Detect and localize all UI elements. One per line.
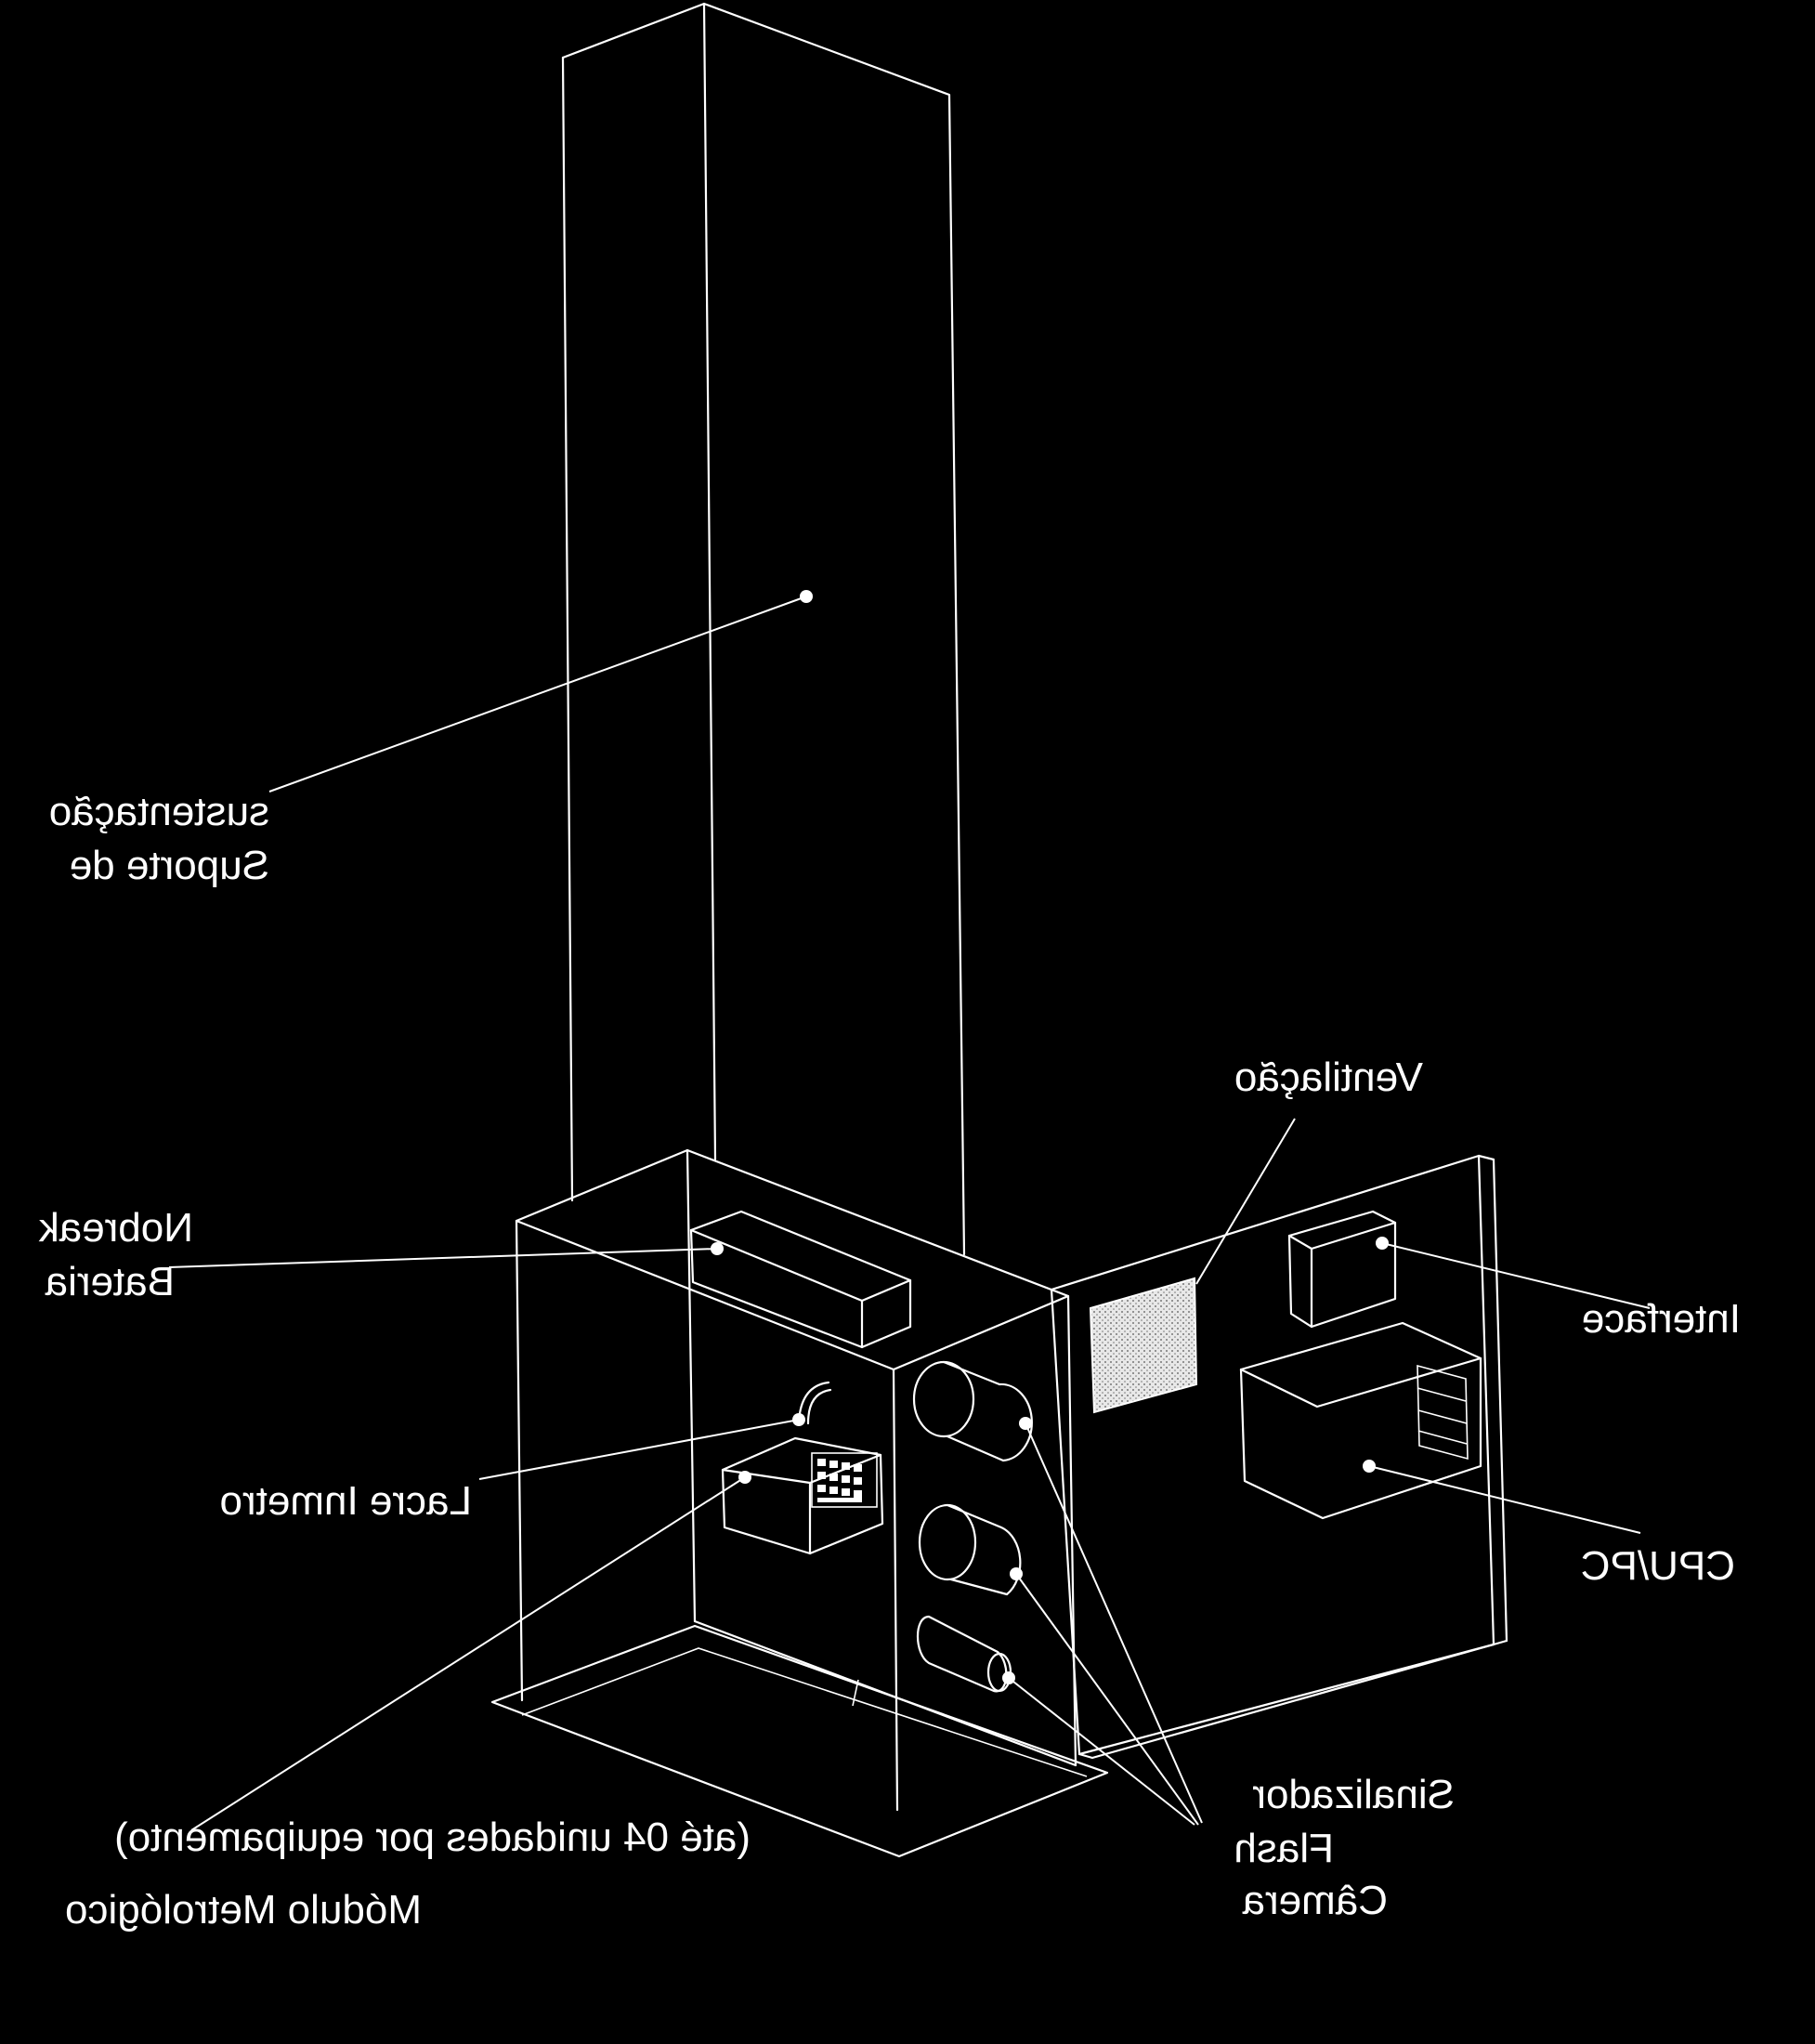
ventilation-grille <box>1089 1277 1198 1414</box>
seal-label: Lacre Inmetro <box>220 1478 472 1524</box>
support-column <box>561 2 966 1256</box>
flash-dot <box>1010 1567 1023 1580</box>
signal-dot <box>1002 1671 1015 1684</box>
support-dot <box>800 590 813 603</box>
main-cabinet <box>490 1148 1109 1858</box>
support-label-line2: Suporte de <box>70 843 269 888</box>
battery-dot <box>711 1242 724 1255</box>
interface-label: Interface <box>1582 1296 1741 1342</box>
battery-label-line1: Nobreak <box>38 1205 193 1251</box>
interface-box <box>1287 1210 1397 1329</box>
cpu-dot <box>1363 1460 1376 1473</box>
labels: sustentação Suporte de Nobreak Bateria L… <box>38 789 1741 1933</box>
camera-label: Câmera <box>1242 1878 1388 1923</box>
camera-dot <box>1019 1417 1032 1430</box>
support-label-line1: sustentação <box>49 789 269 834</box>
cpu-box <box>1239 1321 1482 1520</box>
ventilation-label: Ventilação <box>1234 1055 1423 1100</box>
battery-label-line2: Bateria <box>45 1259 175 1304</box>
signalizer-label: Sinalizador <box>1252 1772 1455 1817</box>
battery-box <box>689 1210 912 1349</box>
flash-label: Flash <box>1234 1826 1334 1871</box>
cabinet-door <box>1050 1154 1508 1760</box>
interface-dot <box>1376 1237 1389 1250</box>
module-dot <box>738 1471 751 1484</box>
metrological-module <box>721 1381 884 1555</box>
cpu-label: CPU/PC <box>1581 1543 1735 1589</box>
seal-dot <box>792 1413 805 1426</box>
module-label-line2: Módulo Metrológico <box>65 1887 422 1933</box>
leader-lines <box>168 590 1651 1831</box>
camera-panel <box>912 1360 1033 1693</box>
module-label-line1: (até 04 unidades por equipamento) <box>114 1815 751 1860</box>
